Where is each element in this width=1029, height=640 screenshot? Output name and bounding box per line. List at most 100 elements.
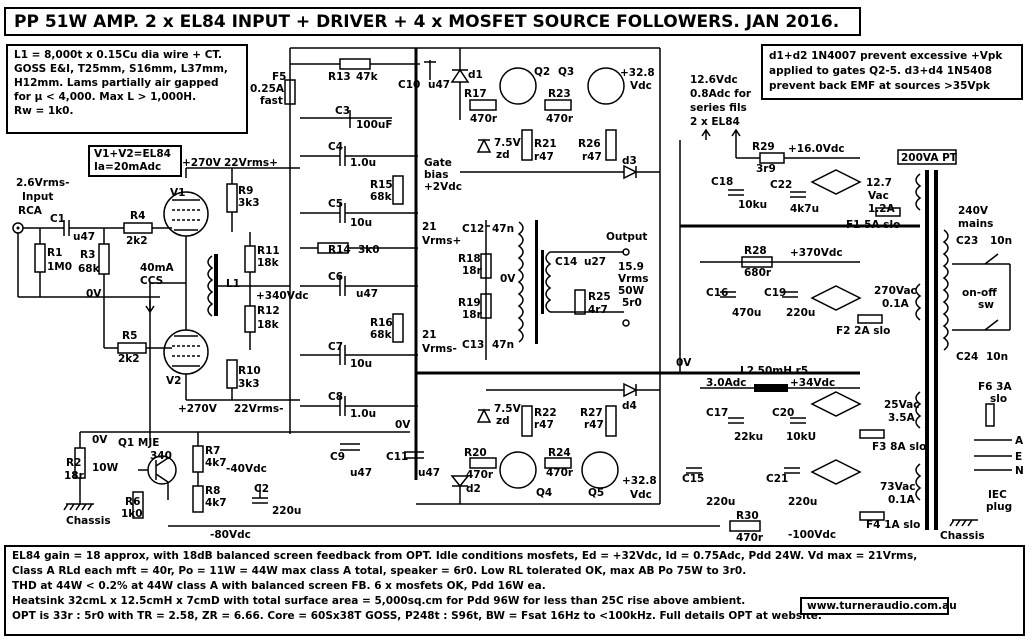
opt-spec-line: Rw = 1k0. bbox=[14, 105, 74, 117]
bridge-rectifier-icon bbox=[810, 285, 862, 311]
opt-spec-line: for μ < 4,000. Max L > 1,000H. bbox=[14, 91, 197, 103]
d3-diode-icon bbox=[623, 164, 638, 180]
r21-value: r47 bbox=[534, 151, 554, 163]
winding4-current: 0.1A bbox=[888, 494, 916, 506]
r14-label: R14 bbox=[328, 244, 351, 256]
signal-minus-label: 21 bbox=[422, 329, 437, 341]
c12-label: C12 bbox=[462, 223, 484, 235]
c5-label: C5 bbox=[328, 198, 343, 210]
footer-line: OPT is 33r : 5r0 with TR = 2.58, ZR = 6.… bbox=[12, 610, 822, 622]
q3-label: Q3 bbox=[558, 66, 574, 78]
r20-label: R20 bbox=[464, 447, 487, 459]
c8-value: 1.0u bbox=[350, 408, 376, 420]
chassis-ground-icon bbox=[949, 519, 978, 527]
r26-resistor-icon bbox=[605, 129, 617, 161]
v2-label: V2 bbox=[166, 375, 181, 387]
bridge-rectifier-icon bbox=[810, 459, 862, 485]
c2-label: C2 bbox=[254, 483, 269, 495]
vdd-plus-label: +32.8 bbox=[620, 67, 655, 79]
q4-mosfet-icon bbox=[499, 451, 537, 489]
chassis-ground-icon bbox=[63, 503, 94, 511]
power-switch-icon[interactable] bbox=[984, 253, 999, 265]
l1-label: L1 bbox=[226, 278, 240, 290]
r23-resistor-icon bbox=[544, 99, 572, 111]
f2-fuse-icon bbox=[857, 314, 883, 324]
r6-value: 1k0 bbox=[121, 508, 143, 520]
opt-spec-line: GOSS E&I, T25mm, S16mm, L37mm, bbox=[14, 63, 228, 75]
opt-0v-label: 0V bbox=[500, 273, 516, 285]
tube-type-label: V1+V2=EL84 bbox=[94, 148, 171, 160]
c20-value: 10kU bbox=[786, 431, 816, 443]
switch-label: sw bbox=[978, 299, 994, 311]
power-switch-icon[interactable] bbox=[984, 319, 999, 331]
r26-value: r47 bbox=[582, 151, 602, 163]
r13-resistor-icon bbox=[339, 58, 371, 70]
r14-value: 3k0 bbox=[358, 244, 380, 256]
r12-resistor-icon bbox=[244, 305, 256, 333]
r25-label: R25 bbox=[588, 291, 611, 303]
diagram-title: PP 51W AMP. 2 x EL84 INPUT + DRIVER + 4 … bbox=[14, 12, 840, 32]
r28-resistor-icon bbox=[741, 256, 773, 268]
ground-0v-label: 0V bbox=[86, 288, 102, 300]
r1-label: R1 bbox=[47, 247, 62, 259]
r1-resistor-icon bbox=[34, 243, 46, 273]
r20-value: 470r bbox=[466, 469, 494, 481]
r1-value: 1M0 bbox=[47, 261, 72, 273]
c24-label: C24 bbox=[956, 351, 978, 363]
q4-label: Q4 bbox=[536, 487, 552, 499]
r16-label: R16 bbox=[370, 317, 393, 329]
r22-value: r47 bbox=[534, 419, 554, 431]
r24-resistor-icon bbox=[544, 457, 572, 469]
c10-value: u47 bbox=[428, 79, 450, 91]
footer-line: EL84 gain = 18 approx, with 18dB balance… bbox=[12, 550, 918, 562]
r12-value: 18k bbox=[257, 319, 280, 331]
c18-value: 10ku bbox=[738, 199, 767, 211]
f5-fuse-icon bbox=[284, 79, 296, 105]
footer-line: Class A RLd each mft = 40r, Po = 11W = 4… bbox=[12, 565, 747, 577]
c9-value: u47 bbox=[350, 467, 372, 479]
r8-resistor-icon bbox=[192, 485, 204, 513]
r18-label: R18 bbox=[458, 253, 481, 265]
pt-core-icon bbox=[934, 170, 938, 530]
title-box: PP 51W AMP. 2 x EL84 INPUT + DRIVER + 4 … bbox=[4, 7, 861, 36]
c6-label: C6 bbox=[328, 271, 343, 283]
output-0v-label: 0V bbox=[676, 357, 692, 369]
website-link[interactable]: www.turneraudio.com.au bbox=[807, 600, 957, 612]
f3-label: F3 8A slo bbox=[872, 441, 926, 453]
r28-value: 680r bbox=[744, 267, 772, 279]
protection-line: d1+d2 1N4007 prevent excessive +Vpk bbox=[769, 50, 1003, 62]
website-box[interactable]: www.turneraudio.com.au bbox=[800, 597, 957, 615]
schematic-canvas: 2.6Vrms- Input RCA C1 u47 R1 1M0 R3 68k … bbox=[12, 47, 1024, 544]
opt-spec-line: L1 = 8,000t x 0.15Cu dia wire + CT. bbox=[14, 49, 222, 61]
pt-secondary-icon bbox=[915, 463, 922, 501]
r20-resistor-icon bbox=[469, 457, 497, 469]
r4-value: 2k2 bbox=[126, 235, 148, 247]
c10-label: C10 bbox=[398, 79, 420, 91]
output-power: Vrms bbox=[618, 273, 649, 285]
coupling-section: F5 0.25A fast R13 47k C3 100uF C4 1.0u C… bbox=[250, 47, 660, 480]
r6-resistor-icon bbox=[132, 491, 144, 519]
neutral-terminal: N bbox=[1015, 465, 1024, 477]
c12-value: 47n bbox=[492, 223, 514, 235]
c17-label: C17 bbox=[706, 407, 728, 419]
mosfet-section: d1 Q2 Q3 R17 470r R23 470r +32.8 Vdc 7.5… bbox=[416, 48, 661, 505]
gate-bias-value: +2Vdc bbox=[424, 181, 462, 193]
vdd-plus-label: +32.8 bbox=[622, 475, 657, 487]
footer-line: THD at 44W < 0.2% at 44W class A with ba… bbox=[12, 580, 546, 592]
zener-voltage: 7.5V bbox=[494, 137, 522, 149]
c19-label: C19 bbox=[764, 287, 786, 299]
output-terminal-icon[interactable] bbox=[622, 319, 630, 327]
c8-label: C8 bbox=[328, 391, 343, 403]
tube-section: V1 +270V 22Vrms+ V2 +270V 22Vrms- 40mA C… bbox=[140, 157, 309, 440]
r9-value: 3k3 bbox=[238, 197, 260, 209]
c17-value: 22ku bbox=[734, 431, 763, 443]
pt-primary-icon bbox=[942, 229, 949, 351]
c15-value: 220u bbox=[706, 496, 735, 508]
zener-icon bbox=[476, 408, 492, 423]
opt-secondary-icon bbox=[545, 251, 552, 313]
r15-resistor-icon bbox=[392, 175, 404, 205]
output-terminal-icon[interactable] bbox=[622, 248, 630, 256]
r5-resistor-icon bbox=[117, 342, 147, 354]
iec-label: IEC bbox=[988, 489, 1007, 501]
d4-label: d4 bbox=[622, 400, 637, 412]
